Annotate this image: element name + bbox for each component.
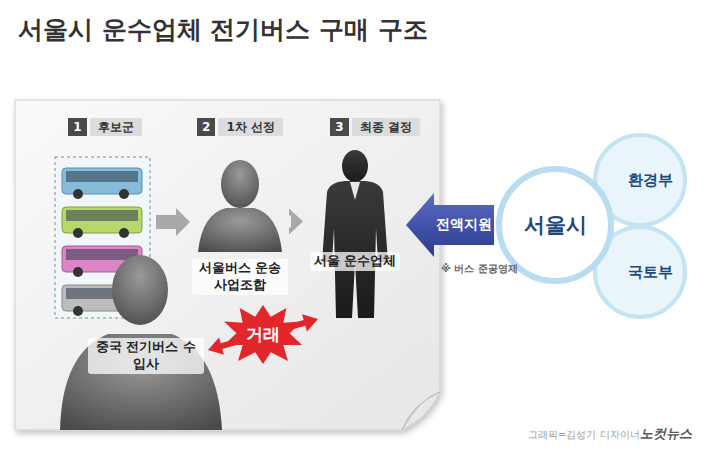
logo-text: 노컷뉴스 [640,425,692,443]
step-label: 3최종 결정 [330,118,420,136]
connector-arrow [289,209,303,235]
union-silhouette [198,160,282,252]
step-label: 21차 선정 [197,118,283,136]
step-name: 최종 결정 [352,118,420,136]
step-name: 후보군 [90,118,142,136]
actor-name: 서울 운수업체 [310,252,401,271]
actor-name: 서울버스 운송사업조합 [192,259,288,295]
bus [62,207,142,238]
bus [62,168,142,199]
step-label: 1후보군 [68,118,141,136]
agency-name: 환경부 [628,171,673,190]
title: 서울시 운수업체 전기버스 구매 구조 [18,13,428,46]
step-number: 2 [197,118,215,136]
actor-figure: 서울버스 운송사업조합 [192,160,288,295]
operator-silhouette [322,150,388,318]
agency-name: 국토부 [628,263,673,282]
step-number: 1 [68,118,86,136]
arrow-label: 전액지원 [436,216,492,234]
actor-figure: 중국 전기버스 수입사 [88,338,204,384]
agency-name: 서울시 [524,211,587,239]
actor-name: 중국 전기버스 수입사 [88,338,204,374]
step-name: 1차 선정 [218,118,283,136]
actor-figure: 서울 운수업체 [300,150,410,315]
paper-curl [402,392,440,430]
credit: 그래픽=김성기 디자이너 [528,428,640,442]
note: ※ 버스 준공영제 [441,262,518,276]
paper-panel [15,100,440,430]
connector-arrow [406,193,494,257]
step-number: 3 [330,118,348,136]
flow-arrow [156,208,190,236]
